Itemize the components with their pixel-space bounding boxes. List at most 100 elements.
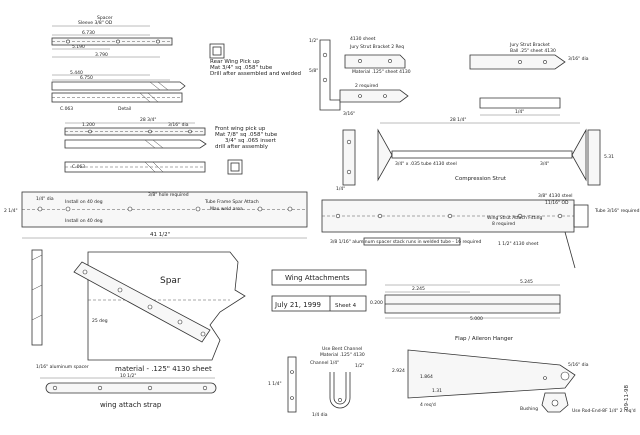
strut-dim-height: 5.31 — [604, 154, 614, 160]
channel-spacer-note: 3/8 1/16" aluminum spacer stack runs in … — [330, 239, 482, 245]
spar-detail: Spar 25 deg material - .125" 4130 sheet … — [31, 249, 246, 409]
u-bracket-side — [287, 356, 297, 413]
hanger-dim-5000: 5.000 — [470, 316, 483, 322]
right-bracket-ball: Ball .25" sheet 4130 — [510, 48, 556, 54]
hanger-side-view — [407, 349, 576, 399]
u-label-channel-width: Channel 1/4" — [310, 360, 339, 366]
hanger-label-4req: 4 req'd — [420, 402, 436, 408]
strut-dim-length: 28 1/4" — [450, 117, 466, 123]
bracket-label-sheet: 4130 sheet — [350, 36, 376, 42]
strap-label: wing attach strap — [100, 401, 162, 409]
hanger-dim-2924: 2.924 — [392, 368, 405, 374]
u-label-dia: 1/4 dia — [312, 412, 328, 418]
bracket-dim-3-16: 3/16" — [343, 111, 355, 117]
spar-diagonal-strap — [73, 261, 211, 343]
title-text: Wing Attachments — [285, 274, 350, 282]
hanger-label-bushing: Bushing — [520, 406, 538, 412]
front-dim-length: 28 3/4" — [140, 117, 156, 123]
front-note-line4: drill after assembly — [215, 144, 269, 150]
front-pickup-tube-mid — [64, 139, 207, 149]
strut-dim-quarter: 1/4" — [336, 186, 345, 192]
rear-note-line2: Mat 3/4" sq .058" tube — [210, 65, 273, 71]
sheet-number: Sheet 4 — [335, 303, 357, 309]
long-plate-label-bend1: Install on 40 deg — [65, 199, 103, 205]
front-tube-section — [227, 159, 243, 175]
long-plate-label-hole: 3/8" hole required — [148, 192, 189, 198]
right-bracket-label: Jury Strut Bracket — [509, 42, 550, 48]
strut-gusset-left — [377, 128, 393, 182]
bracket-label-2req: 2 required — [355, 83, 378, 89]
compression-strut: 28 1/4" 3/4" x .035 tube 4130 steel 5.31… — [336, 117, 614, 192]
rear-pickup-tube-mid — [51, 81, 186, 91]
spar-material-note: material - .125" 4130 sheet — [115, 365, 212, 373]
strut-note: 3/4" x .035 tube 4130 steel — [395, 161, 457, 167]
lift-strut-bracket: 1/2" 5/8" 4130 sheet Jury Strut Bracket … — [309, 36, 589, 117]
long-plate-label-tubeframe: Tube Frame Spar Attach — [204, 199, 259, 205]
long-plate-label-dia: 1/4" dia — [36, 196, 54, 202]
strut-end-plate-right — [587, 129, 601, 186]
long-plate-label-bend2: Install on 40 deg — [65, 218, 103, 224]
rear-dim-6730: 6.730 — [82, 30, 95, 36]
bracket-label-jury: Jury Strut Bracket 2 Req — [349, 44, 404, 50]
rear-label-sleeve: Sleeve 3/8" OD — [78, 20, 113, 26]
flap-hanger: 5.245 2.245 0.200 0.860 5.000 Flap / Ail… — [370, 279, 636, 414]
rear-dim-5440: 5.440 — [70, 70, 83, 76]
rear-note-line1: Rear Wing Pick up — [210, 59, 260, 65]
right-bracket-side — [479, 97, 561, 109]
hanger-dim-5245: 5.245 — [520, 279, 533, 285]
strut-gusset-right — [571, 128, 587, 182]
hanger-dim-1864: 1.864 — [420, 374, 433, 380]
title-block: Wing Attachments July 21, 1999 Sheet 4 — [271, 269, 367, 312]
bracket-label-material: Material .125" sheet 4130 — [352, 69, 411, 75]
channel-note-box — [363, 237, 461, 246]
channel-dim-od: 11/16" OD — [545, 200, 569, 206]
long-plate-label-weld: Max weld area — [210, 206, 243, 212]
long-plate-dim-height: 2 1/4" — [4, 208, 18, 214]
rear-note-line3: Drill after assembled and welded — [210, 71, 301, 77]
rear-dim-6750: 6.750 — [80, 75, 93, 81]
front-label-c063: C.063 — [72, 164, 85, 170]
margin-date-note: 09-11-98 — [624, 385, 630, 410]
long-spar-plate: 41 1/2" 2 1/4" Install on 40 deg Install… — [4, 191, 308, 239]
rear-tube-section — [209, 43, 225, 59]
strap-dim: 10 1/2" — [120, 373, 136, 379]
hanger-label-hole: 5/16" dia — [568, 362, 589, 368]
long-plate-dim-length: 41 1/2" — [150, 232, 170, 238]
channel-label-tube: Tube 3/16" required — [594, 208, 640, 214]
channel-label-8req: 8 required — [492, 221, 515, 227]
jury-bracket-lower — [339, 89, 409, 103]
hanger-dim-131: 1.31 — [432, 388, 442, 394]
hanger-label-rodend: Use Rod-End-8F 1/4" 2 req'd — [572, 408, 636, 414]
front-wing-pickup: 28 3/4" 1.200 3/16" dia C.063 Front wing… — [64, 117, 278, 175]
u-dim-height: 1 1/4" — [268, 381, 282, 387]
wing-attach-strap — [45, 382, 217, 394]
channel-label-sheet: 1 1/2" 4130 sheet — [498, 241, 539, 247]
rear-dim-3790: 3.790 — [95, 52, 108, 58]
hanger-dim-2245: 2.245 — [412, 286, 425, 292]
channel-label-fitting: Wing Strut Attach Fitting — [487, 215, 542, 221]
channel-label-steel: 3/8" 4130 steel — [538, 193, 573, 199]
hanger-label: Flap / Aileron Hanger — [455, 336, 514, 342]
strut-label: Compression Strut — [455, 176, 507, 182]
rear-label-detail: Detail — [118, 106, 131, 112]
right-bracket-dia: 3/16" dia — [568, 56, 589, 62]
jury-bracket-plate — [344, 54, 406, 69]
rear-wing-pickup: 6.730 5.190 3.790 Rear Wing Pick up Mat … — [51, 15, 301, 112]
front-note-line1: Front wing pick up — [215, 126, 266, 132]
right-jury-bracket — [469, 54, 566, 70]
spar-outline — [87, 251, 246, 361]
spar-spacer-stack — [31, 249, 43, 346]
strut-end-plate-left — [342, 129, 356, 186]
title-box — [271, 269, 367, 286]
bracket-dim-half: 1/2" — [309, 38, 318, 44]
front-dim-1200: 1.200 — [82, 122, 95, 128]
spar-channel: Wing Strut Attach Fitting 8 required Tub… — [321, 193, 640, 269]
date-text: July 21, 1999 — [274, 301, 321, 309]
front-note-line2: Mat 7/8" sq .058" tube — [215, 132, 278, 138]
front-note-line3: 3/4" sq .065 insert — [225, 138, 277, 144]
front-dim-dia: 3/16" dia — [168, 122, 189, 128]
date-box — [271, 295, 367, 312]
spacer-note: 1/16" aluminum spacer — [36, 364, 89, 370]
rear-label-spacer: Spacer — [97, 15, 113, 21]
